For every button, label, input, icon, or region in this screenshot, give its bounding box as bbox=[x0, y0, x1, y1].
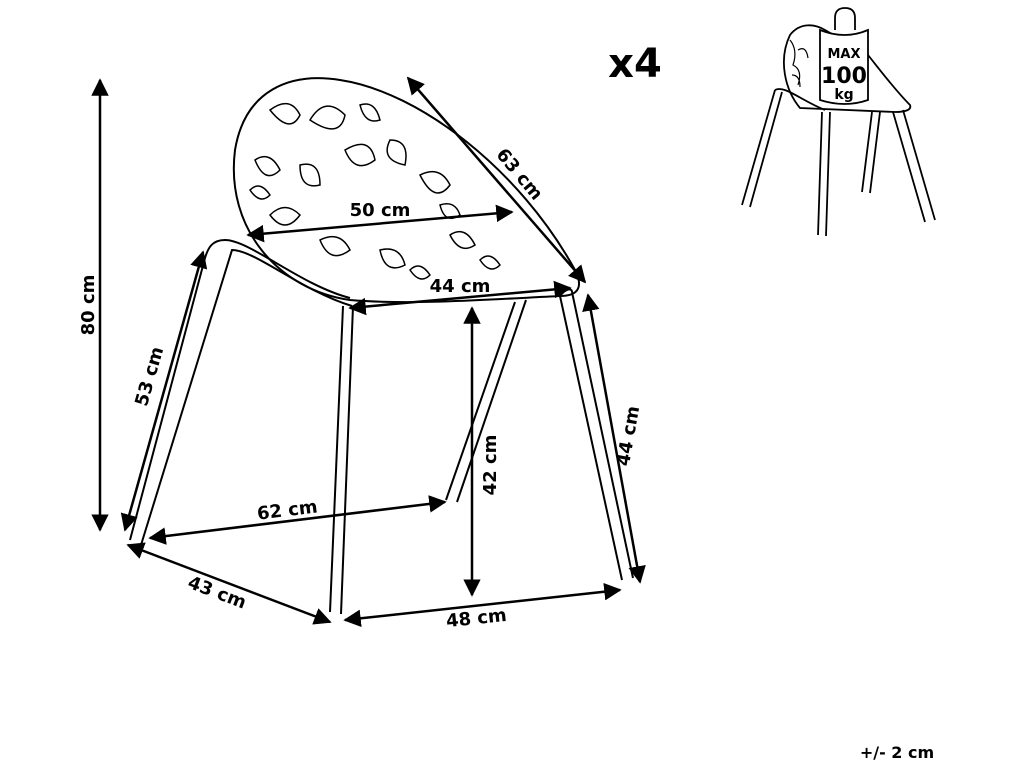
label-total-height: 80 cm bbox=[78, 275, 99, 336]
chair-leg-front-left bbox=[329, 305, 354, 615]
backrest-pattern bbox=[249, 102, 501, 280]
arrow-seat-width bbox=[348, 280, 572, 316]
label-seat-height: 42 cm bbox=[480, 435, 501, 496]
chair-leg-back-left bbox=[129, 238, 353, 546]
arrow-back-diagonal bbox=[406, 76, 587, 284]
weight-unit: kg bbox=[834, 87, 853, 103]
weight-max: MAX bbox=[827, 47, 860, 62]
arrow-base-depth bbox=[126, 542, 332, 625]
label-back-diagonal: 63 cm bbox=[492, 144, 547, 204]
arrow-front-leg bbox=[582, 293, 646, 584]
weight-value: 100 bbox=[821, 64, 867, 89]
label-front-leg: 44 cm bbox=[613, 404, 644, 467]
label-base-diagonal: 62 cm bbox=[256, 496, 319, 524]
arrow-base-width bbox=[343, 583, 622, 627]
quantity-label: x4 bbox=[608, 41, 662, 87]
weight-icon bbox=[819, 7, 869, 105]
label-seat-width: 44 cm bbox=[430, 276, 491, 297]
arrow-base-diagonal bbox=[148, 495, 447, 545]
tolerance-label: +/- 2 cm bbox=[860, 743, 934, 762]
arrow-backrest-leg bbox=[120, 250, 208, 532]
arrow-back-width bbox=[246, 204, 514, 243]
dimension-arrows bbox=[91, 76, 646, 627]
label-back-width: 50 cm bbox=[350, 200, 411, 221]
chair-drawing bbox=[129, 77, 634, 615]
max-load-illustration bbox=[741, 7, 936, 237]
